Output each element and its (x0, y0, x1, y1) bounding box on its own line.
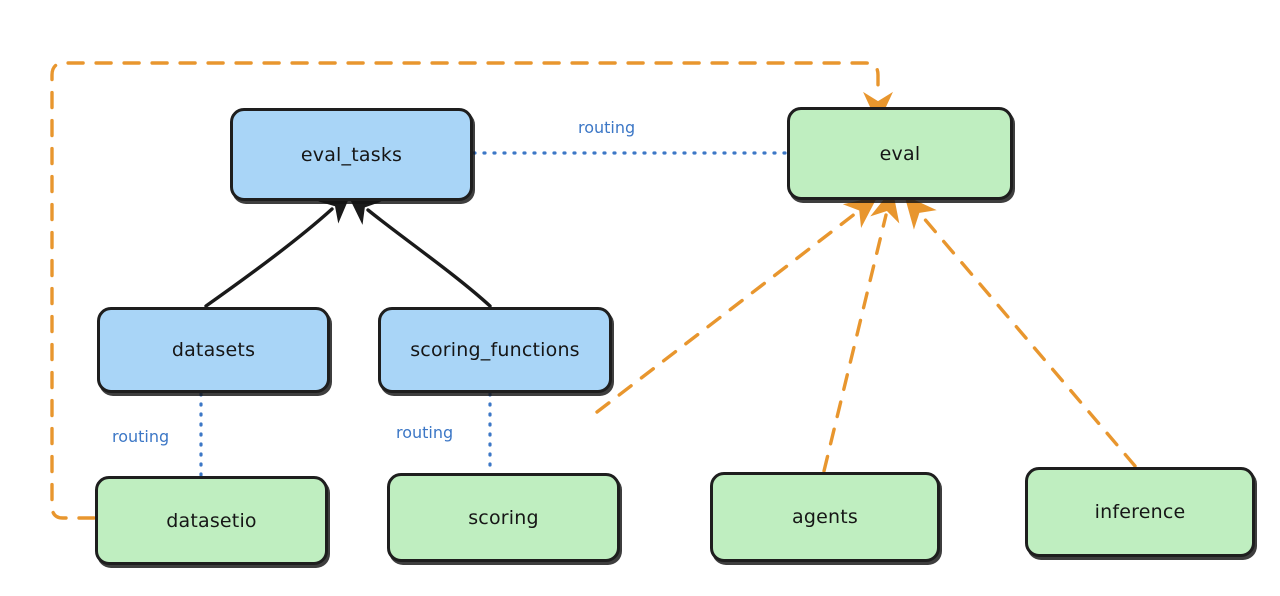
node-label: eval (879, 142, 921, 165)
edge-label-routing-eval-tasks: routing (578, 118, 636, 137)
edge-datasets-to-eval-tasks (204, 190, 353, 308)
edge-inference-to-eval (904, 195, 1137, 468)
node-label: inference (1094, 501, 1186, 523)
edge-label-routing-datasets: routing (112, 427, 170, 446)
node-eval-tasks[interactable]: eval_tasks (230, 108, 473, 201)
node-label: eval_tasks (300, 143, 403, 166)
node-label: agents (792, 506, 858, 528)
edge-label-routing-scoring-functions: routing (396, 423, 454, 442)
edge-agents-to-eval (822, 188, 900, 473)
node-scoring-functions[interactable]: scoring_functions (378, 307, 612, 393)
node-scoring[interactable]: scoring (387, 473, 620, 562)
node-datasets[interactable]: datasets (97, 307, 330, 393)
node-label: datasetio (166, 509, 257, 532)
node-eval[interactable]: eval (787, 107, 1013, 200)
edge-scoring-functions-to-eval-tasks (346, 192, 492, 308)
node-label: scoring_functions (410, 339, 580, 361)
node-inference[interactable]: inference (1025, 467, 1255, 557)
node-datasetio[interactable]: datasetio (95, 476, 328, 565)
node-label: datasets (171, 339, 256, 361)
node-agents[interactable]: agents (710, 472, 940, 562)
edge-datasetio-to-eval (50, 61, 893, 520)
edge-scoring-to-eval (595, 196, 878, 414)
node-label: scoring (468, 506, 539, 529)
